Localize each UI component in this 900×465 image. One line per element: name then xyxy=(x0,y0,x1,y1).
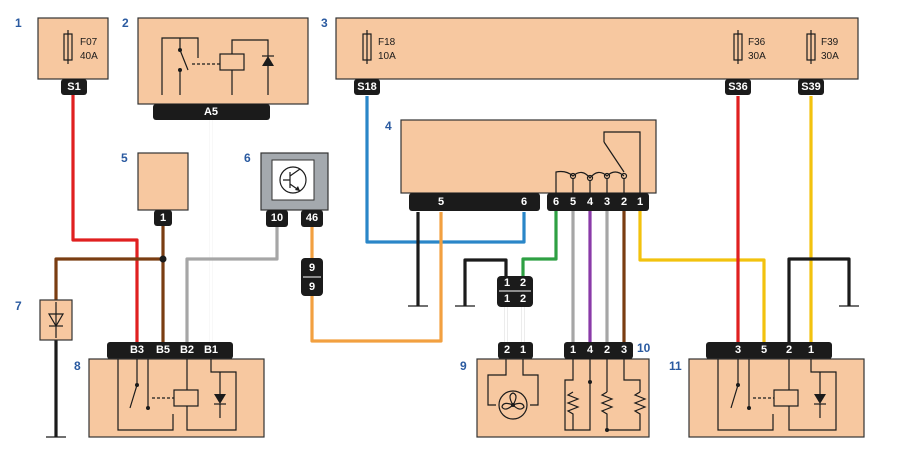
pin-4r-2: 2 xyxy=(621,196,627,208)
resistor-block-icon xyxy=(564,359,647,432)
pin-10-3: 3 xyxy=(621,344,627,356)
fuse-rating-f39: 30A xyxy=(821,51,839,62)
fuse-rating-f36: 30A xyxy=(748,51,766,62)
label-9: 9 xyxy=(460,359,467,373)
pin-6-46: 46 xyxy=(306,212,318,224)
pin-8-b2: B2 xyxy=(180,344,194,356)
wire-brown-branch-7 xyxy=(54,257,163,300)
pin-s18: S18 xyxy=(357,81,377,93)
fan-motor-icon xyxy=(487,359,539,420)
wire-black-ground-11 xyxy=(787,257,851,342)
wire-green-6 xyxy=(521,210,558,276)
pin-10-4: 4 xyxy=(587,344,594,356)
pin-11-3: 3 xyxy=(735,344,741,356)
wire-blue-s18 xyxy=(365,96,526,244)
transistor-icon xyxy=(279,166,307,194)
diode-icon xyxy=(47,302,65,338)
pin-s36: S36 xyxy=(728,81,748,93)
pin-8-b3: B3 xyxy=(130,344,144,356)
component-10: 10 1 4 2 3 xyxy=(564,341,651,359)
component-11: 11 3 5 2 1 xyxy=(669,342,865,438)
pin-9-2: 2 xyxy=(504,344,510,356)
fuse-name-f36: F36 xyxy=(748,37,766,48)
fuse-name-f07: F07 xyxy=(80,37,98,48)
inline-connector-9: 9 9 xyxy=(301,258,323,296)
inline-connector-fan: 1 2 1 2 xyxy=(497,276,533,307)
pin-4r-4: 4 xyxy=(587,196,594,208)
pin-a5: A5 xyxy=(204,106,218,118)
pin-11-2: 2 xyxy=(786,344,792,356)
wire-black-ground-fan xyxy=(463,258,508,306)
pin-s39: S39 xyxy=(801,81,821,93)
pin-s1: S1 xyxy=(67,81,80,93)
pin-10-2: 2 xyxy=(604,344,610,356)
label-11: 11 xyxy=(669,359,682,373)
rotary-switch-icon xyxy=(555,131,641,193)
pin-inline-9a: 9 xyxy=(309,262,315,274)
pin-4-5: 5 xyxy=(438,196,444,208)
pin-inline-9b: 9 xyxy=(309,281,315,293)
label-7: 7 xyxy=(15,299,22,313)
pin-4-6: 6 xyxy=(521,196,527,208)
pin-10-1: 1 xyxy=(570,344,576,356)
fuse-name-f18: F18 xyxy=(378,37,396,48)
pin-4r-1: 1 xyxy=(637,196,643,208)
component-9: 9 2 1 xyxy=(460,342,650,438)
pin-11-5: 5 xyxy=(761,344,767,356)
component-2: 2 A5 xyxy=(122,16,309,120)
junction-dot xyxy=(159,255,167,263)
pin-6-10: 10 xyxy=(271,212,283,224)
relay-icon xyxy=(717,359,837,431)
pin-11-1: 1 xyxy=(808,344,814,356)
label-5: 5 xyxy=(121,151,128,165)
wire-red-s1-b3 xyxy=(71,95,139,342)
relay-icon xyxy=(161,37,274,95)
wire-yellow-1-5 xyxy=(638,210,766,342)
label-8: 8 xyxy=(74,359,81,373)
label-10: 10 xyxy=(637,341,651,355)
component-4: 4 5 6 6 5 4 3 2 1 xyxy=(385,119,657,211)
pin-9-1: 1 xyxy=(520,344,526,356)
label-6: 6 xyxy=(244,151,251,165)
pin-4r-6: 6 xyxy=(553,196,559,208)
pin-8-b1: B1 xyxy=(204,344,218,356)
component-3: 3 F18 10A S18 F36 30A S36 F39 30A S39 xyxy=(321,16,859,95)
label-1: 1 xyxy=(15,16,22,30)
wire-gray-10-b2 xyxy=(185,227,279,342)
pin-8-b5: B5 xyxy=(156,344,170,356)
pin-inline-fan-2a: 2 xyxy=(520,277,526,289)
pin-inline-fan-1b: 1 xyxy=(504,293,510,305)
component-6: 6 10 46 xyxy=(244,151,329,227)
wire-orange-5-9 xyxy=(310,212,443,343)
pin-inline-fan-1a: 1 xyxy=(504,277,510,289)
label-4: 4 xyxy=(385,119,392,133)
fuse-name-f39: F39 xyxy=(821,37,839,48)
label-3: 3 xyxy=(321,16,328,30)
component-8: 8 B3 B5 B2 B1 xyxy=(74,342,265,438)
pin-4r-5: 5 xyxy=(570,196,576,208)
fuse-rating-f07: 40A xyxy=(80,51,98,62)
component-1: 1 F07 40A S1 xyxy=(15,16,109,95)
component-7: 7 xyxy=(15,299,73,341)
pin-5-1: 1 xyxy=(160,212,166,224)
label-2: 2 xyxy=(122,16,129,30)
pin-4r-3: 3 xyxy=(604,196,610,208)
component-5: 5 1 xyxy=(121,151,189,226)
pin-inline-fan-2b: 2 xyxy=(520,293,526,305)
relay-icon xyxy=(117,359,237,431)
fuse-rating-f18: 10A xyxy=(378,51,396,62)
